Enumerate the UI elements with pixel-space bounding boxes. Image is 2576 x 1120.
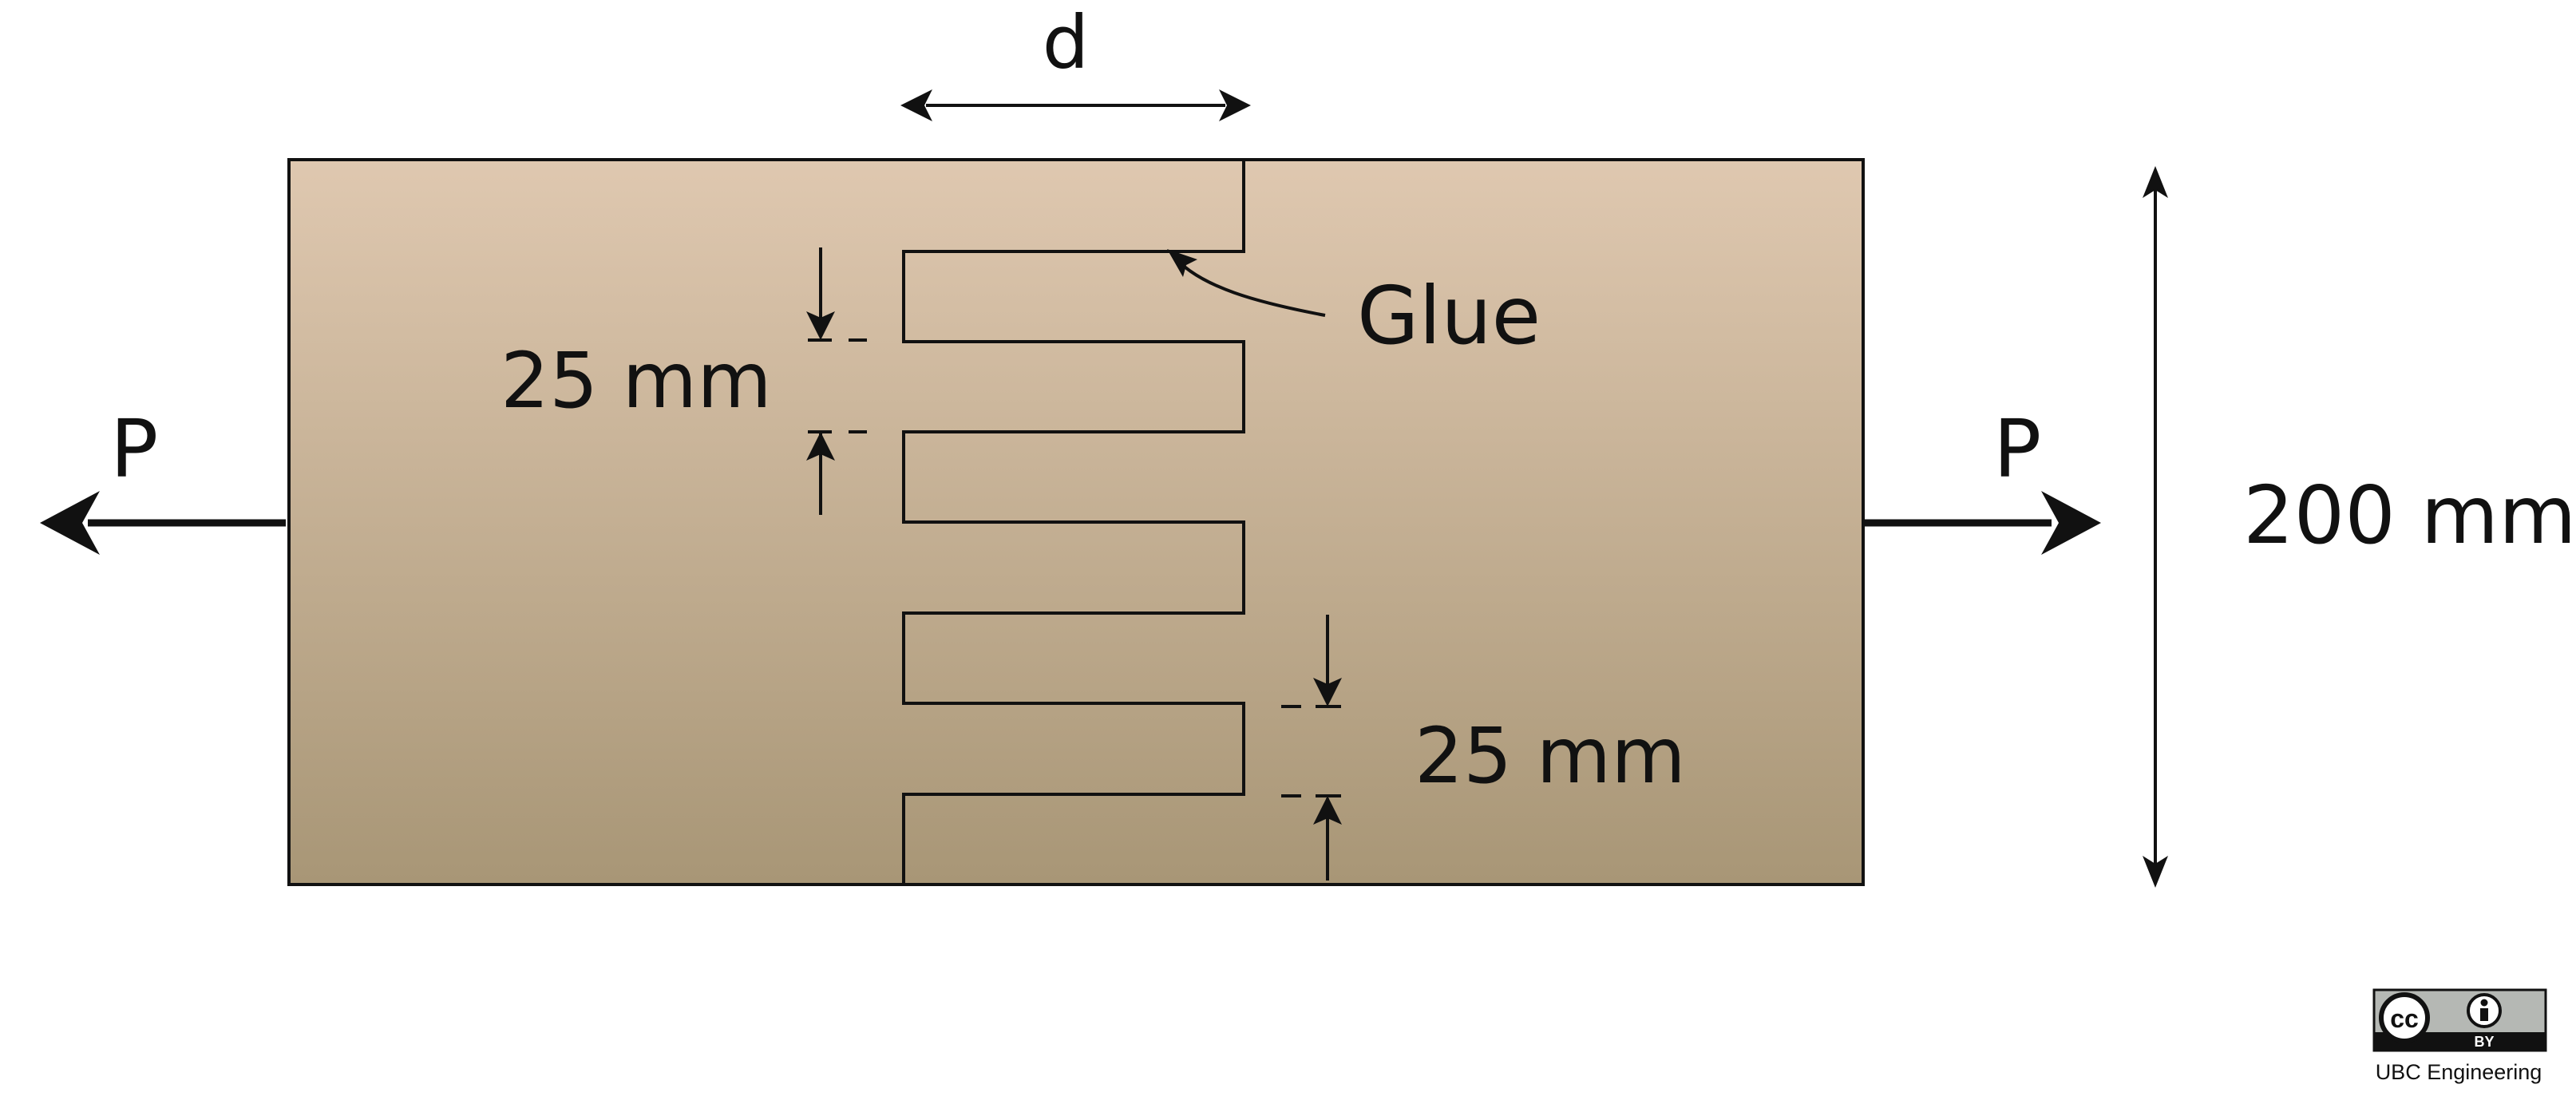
finger-left-arrowhead-top bbox=[806, 311, 835, 340]
finger-right-dimension-label: 25 mm bbox=[1415, 711, 1686, 801]
load-left-label: P bbox=[110, 402, 158, 496]
finger-joint-line bbox=[902, 160, 1245, 885]
height-dimension-arrowhead-top bbox=[2143, 166, 2168, 198]
cc-icon bbox=[2379, 992, 2430, 1043]
height-dimension-label: 200 mm bbox=[2243, 469, 2576, 562]
height-dimension-arrowhead-bottom bbox=[2143, 856, 2168, 888]
cc-icon-text: cc bbox=[2390, 1004, 2419, 1033]
cc-by-license-badge: cc BY bbox=[2372, 988, 2547, 1052]
load-left-arrowhead bbox=[40, 491, 100, 555]
by-badge-text: BY bbox=[2474, 1034, 2494, 1050]
load-right-arrowhead bbox=[2041, 491, 2101, 555]
load-right-label: P bbox=[1993, 402, 2041, 496]
width-dimension-label: d bbox=[1043, 0, 1089, 85]
finger-left-arrowhead-bottom bbox=[806, 432, 835, 461]
finger-right-arrowhead-top bbox=[1313, 678, 1342, 706]
glue-label: Glue bbox=[1357, 269, 1541, 362]
glue-leader-arrowhead bbox=[1167, 249, 1197, 277]
finger-right-dimension bbox=[1281, 615, 1341, 881]
license-credit: UBC Engineering bbox=[2376, 1060, 2542, 1084]
finger-left-dimension-label: 25 mm bbox=[501, 336, 772, 425]
finger-right-arrowhead-bottom bbox=[1313, 796, 1342, 825]
width-dimension-arrow-heads bbox=[900, 89, 1251, 121]
